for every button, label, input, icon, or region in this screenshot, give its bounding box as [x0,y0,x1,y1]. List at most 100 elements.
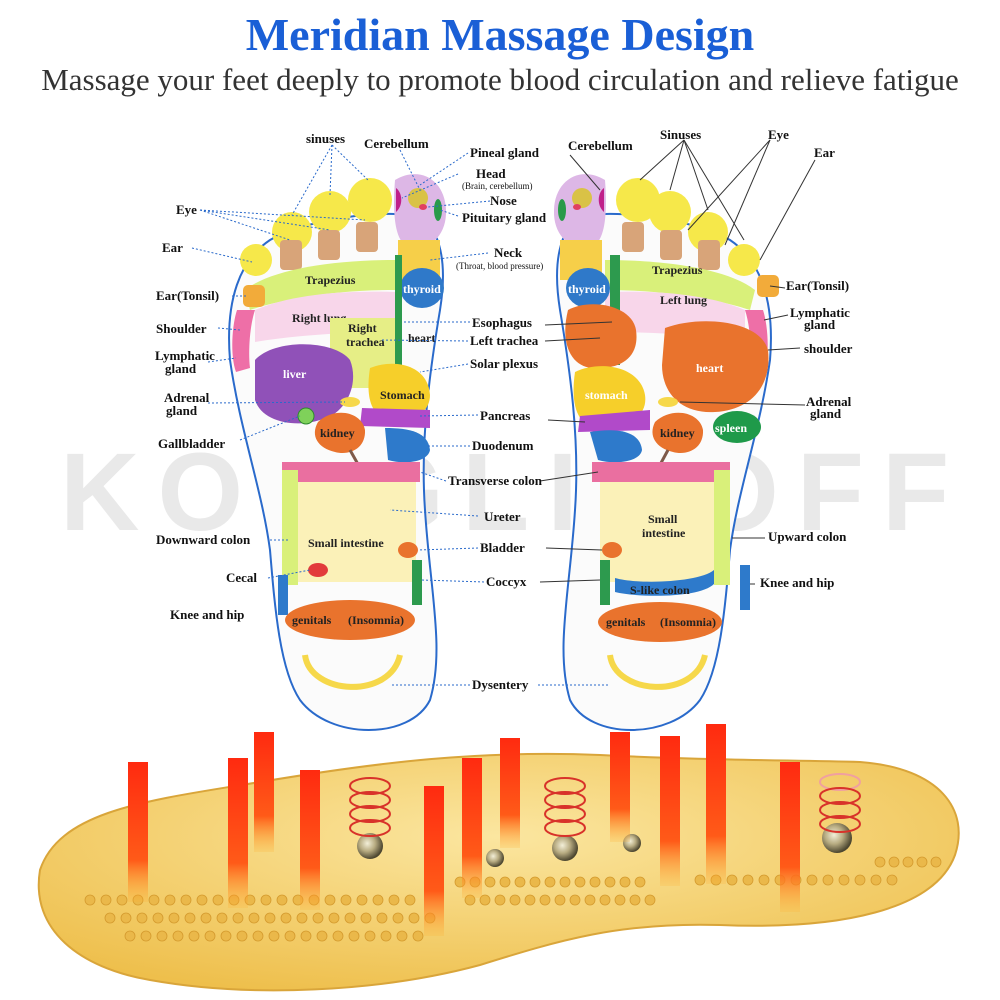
massage-bump [514,876,526,888]
massage-bump [380,930,392,942]
massage-bump [619,876,631,888]
heat-bar-10 [706,724,726,884]
massage-bump [164,894,176,906]
label-bladder: Bladder [480,540,525,555]
massage-bump [360,912,372,924]
massage-bump [248,912,260,924]
massage-bump [152,912,164,924]
label-duodenum: Duodenum [472,438,534,453]
massage-bump [524,894,536,906]
left-head-spot [396,188,402,212]
massage-bump [212,894,224,906]
left-liver-label: liver [283,367,307,381]
massage-bump [180,894,192,906]
left-big-toe [394,174,447,249]
left-nose-spot [419,204,427,210]
heat-bar-8 [610,732,630,842]
right-left-lung-label: Left lung [660,293,707,307]
massage-bump [252,930,264,942]
massage-bump [916,856,928,868]
left-kidney-region [314,412,366,454]
massage-bump [140,930,152,942]
massage-bump [116,894,128,906]
heat-bar-11 [780,762,800,912]
right-head-spot [598,188,604,212]
label-nose: Nose [490,193,517,208]
right-intestine-label: intestine [642,526,686,540]
right-toe-base-3 [660,230,682,260]
right-pituitary-spot [558,199,566,221]
heat-bar-2 [228,758,248,908]
right-dysentery-arc [607,654,708,690]
right-pancreas-region [578,410,650,432]
left-kidney-label: kidney [320,426,355,440]
massage-bump [758,874,770,886]
magnet-springs [349,773,861,837]
label-lymphatic-left: Lymphatic [155,348,215,363]
massage-bump [200,912,212,924]
massage-bump [300,930,312,942]
left-toe-base-3 [318,230,340,260]
right-trapezius-label: Trapezius [652,263,703,277]
right-toe-2 [616,178,660,222]
massage-bump [888,856,900,868]
left-small-intestine-label: Small intestine [308,536,384,550]
massage-bump [184,912,196,924]
magnet-5 [822,823,852,853]
massage-bump [902,856,914,868]
heat-bar-3 [254,732,274,852]
insole-bumps [84,856,942,942]
massage-bump [569,894,581,906]
massage-bump [629,894,641,906]
page-subtitle: Massage your feet deeply to promote bloo… [41,62,959,97]
label-head-sub: (Brain, cerebellum) [462,181,532,191]
right-kidney-region [652,412,704,454]
massage-bump [539,894,551,906]
massage-bump [408,912,420,924]
massage-bump [806,874,818,886]
label-ear-tonsil-left: Ear(Tonsil) [156,288,219,303]
massage-bump [838,874,850,886]
right-small-label: Small [648,512,678,526]
left-gallbladder-spot [297,407,315,425]
right-nose-spot [573,204,581,210]
left-genitals-label: genitals [292,613,332,627]
massage-bump [236,930,248,942]
massage-bump [874,856,886,868]
label-pituitary-gland: Pituitary gland [462,210,547,225]
massage-bump [136,912,148,924]
massage-bump [324,894,336,906]
left-right-label: Right [348,321,377,335]
left-stomach-region [368,363,430,420]
right-toe-5 [728,244,760,276]
label-downward-colon: Downward colon [156,532,251,547]
left-cecal-spot [308,563,328,577]
massage-bump [168,912,180,924]
magnet-2 [486,849,504,867]
right-toe-base-4 [698,240,720,270]
right-adrenal-spot [658,397,678,407]
magnet-3 [552,835,578,861]
label-neck: Neck [494,245,523,260]
reflexology-diagram: KONGLIAOFF Trapezius Right lung Right tr… [37,127,960,992]
massage-bump [268,930,280,942]
massage-bump [634,876,646,888]
leader-lines [191,139,816,686]
left-thyroid-region [400,268,444,308]
right-foot-labels: Cerebellum Sinuses Eye Ear Ear(Tonsil) L… [568,127,853,590]
left-pancreas-region [360,408,430,428]
massage-bump [376,912,388,924]
massage-bump [340,894,352,906]
left-foot: Trapezius Right lung Right trachea thyro… [228,174,447,731]
left-pituitary-spot [434,199,442,221]
left-toe-base-4 [280,240,302,270]
heat-bar-9 [660,736,680,886]
heat-bar-1 [128,762,148,902]
left-genitals-region [285,600,415,640]
left-trapezius-region [245,260,395,310]
right-stomach-label: stomach [585,388,628,402]
left-knee-hip-strip [278,575,288,615]
page-title: Meridian Massage Design [245,9,755,60]
magnet-1 [357,833,383,859]
label-transverse-colon: Transverse colon [448,473,543,488]
